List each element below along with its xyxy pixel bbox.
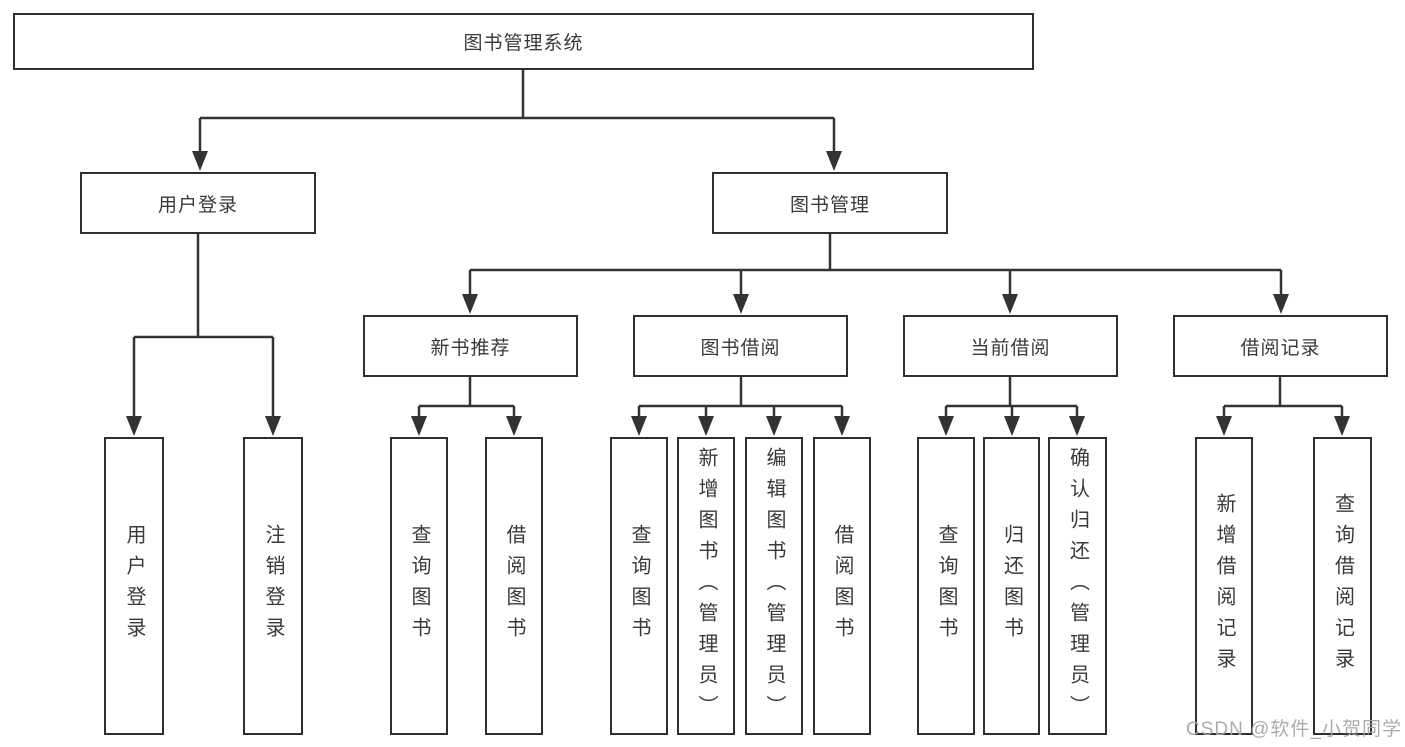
- leaf-user-login: 用户登录: [104, 437, 164, 735]
- arrow-icon: [1216, 416, 1232, 436]
- arrow-icon: [631, 416, 647, 436]
- arrow-icon: [826, 151, 842, 171]
- leaf-logout: 注销登录: [243, 437, 303, 735]
- arrow-icon: [411, 416, 427, 436]
- leaf-current-confirm-return-admin: 确认归还（管理员）: [1048, 437, 1107, 735]
- arrow-icon: [126, 416, 142, 436]
- edge-root-to-level2: [198, 70, 836, 153]
- node-book-borrow: 图书借阅: [633, 315, 848, 377]
- node-current-borrow: 当前借阅: [903, 315, 1118, 377]
- arrow-icon: [938, 416, 954, 436]
- edge-new-book-to-leaves: [417, 377, 516, 418]
- arrow-icon: [733, 294, 749, 314]
- node-borrow-record: 借阅记录: [1173, 315, 1388, 377]
- arrow-icon: [1069, 416, 1085, 436]
- leaf-current-query-book: 查询图书: [917, 437, 975, 735]
- leaf-borrow-borrow-book: 借阅图书: [813, 437, 871, 735]
- arrow-icon: [1004, 416, 1020, 436]
- csdn-watermark: CSDN @软件_小贺同学: [1186, 719, 1402, 740]
- node-new-book-recommend: 新书推荐: [363, 315, 578, 377]
- node-root-system: 图书管理系统: [13, 13, 1034, 70]
- arrow-icon: [462, 294, 478, 314]
- edge-book-borrow-to-leaves: [637, 377, 844, 418]
- edge-current-borrow-to-leaves: [944, 377, 1079, 418]
- arrow-icon: [834, 416, 850, 436]
- arrow-icon: [1002, 294, 1018, 314]
- arrow-icon: [265, 416, 281, 436]
- leaf-record-query-record: 查询借阅记录: [1313, 437, 1372, 735]
- leaf-borrow-add-book-admin: 新增图书（管理员）: [677, 437, 735, 735]
- leaf-borrow-query-book: 查询图书: [610, 437, 668, 735]
- node-user-login: 用户登录: [80, 172, 316, 234]
- arrow-icon: [192, 151, 208, 171]
- arrowheads: [126, 151, 1350, 436]
- arrow-icon: [698, 416, 714, 436]
- edge-book-mgmt-to-level3: [468, 234, 1283, 296]
- arrow-icon: [766, 416, 782, 436]
- leaf-borrow-edit-book-admin: 编辑图书（管理员）: [745, 437, 803, 735]
- leaf-newbook-query-book: 查询图书: [390, 437, 448, 735]
- arrow-icon: [506, 416, 522, 436]
- edge-user-login-to-leaves: [132, 234, 275, 418]
- leaf-current-return-book: 归还图书: [983, 437, 1040, 735]
- edge-borrow-record-to-leaves: [1222, 377, 1344, 418]
- arrow-icon: [1334, 416, 1350, 436]
- leaf-record-add-record: 新增借阅记录: [1195, 437, 1253, 735]
- arrow-icon: [1273, 294, 1289, 314]
- leaf-newbook-borrow-book: 借阅图书: [485, 437, 543, 735]
- node-book-management: 图书管理: [712, 172, 948, 234]
